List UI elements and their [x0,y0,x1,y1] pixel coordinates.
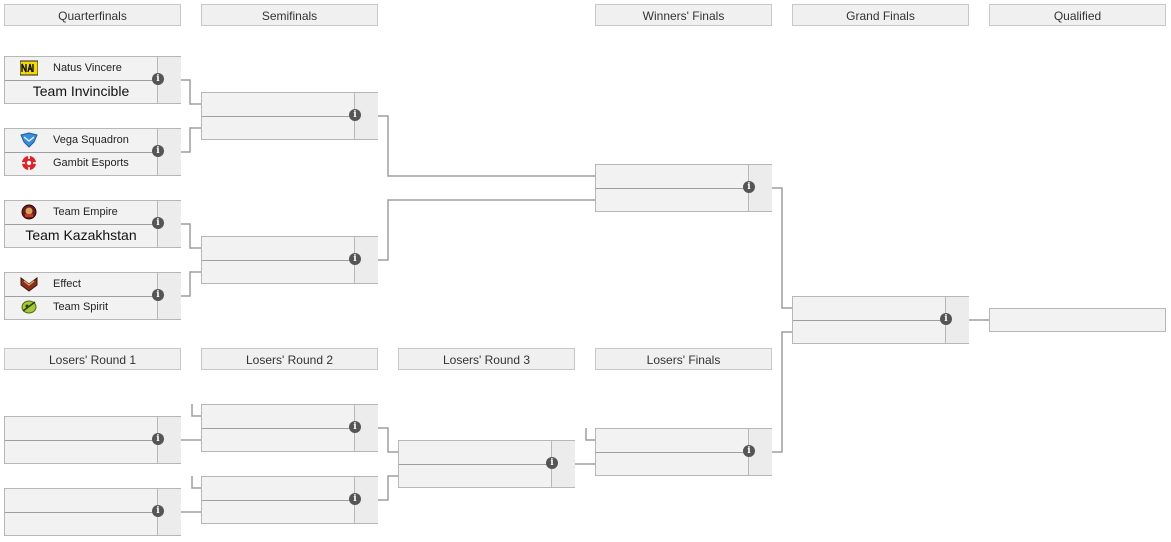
effect-logo-icon [20,277,38,292]
match-grand-finals[interactable]: i [792,296,969,344]
team-slot[interactable] [202,428,354,451]
match-quarterfinal-4[interactable]: Effect Team Spirit i [4,272,181,320]
info-icon[interactable]: i [349,493,361,505]
team-slot[interactable] [793,320,945,343]
match-semifinal-1[interactable]: i [201,92,378,140]
team-slot[interactable] [5,512,157,535]
header-semifinals: Semifinals [201,4,378,26]
navi-logo-icon [20,60,38,76]
team-slot[interactable] [596,429,748,452]
gambit-logo-icon [22,156,36,170]
team-name: Team Kazakhstan [25,227,137,243]
team-slot[interactable]: Team Kazakhstan [5,224,157,247]
empire-logo-icon [21,204,37,220]
info-icon[interactable]: i [349,253,361,265]
info-icon[interactable]: i [743,445,755,457]
team-slot[interactable] [202,237,354,260]
slot-divider [5,152,157,153]
team-slot[interactable] [202,93,354,116]
team-name: Team Invincible [32,83,130,99]
team-slot[interactable] [596,165,748,188]
team-slot[interactable] [202,500,354,523]
team-slot[interactable] [202,116,354,139]
slot-divider [399,464,551,465]
slot-divider [596,188,748,189]
info-icon[interactable]: i [152,289,164,301]
team-name: Natus Vincere [53,62,122,74]
slot-divider [596,452,748,453]
slot-divider [5,224,157,225]
team-slot[interactable] [202,477,354,500]
match-winners-finals[interactable]: i [595,164,772,212]
slot-divider [5,512,157,513]
header-losers-finals: Losers' Finals [595,348,772,370]
match-losers-round-2-2[interactable]: i [201,476,378,524]
slot-divider [5,80,157,81]
info-icon[interactable]: i [546,457,558,469]
match-quarterfinal-1[interactable]: Natus Vincere Team Invincible i [4,56,181,104]
team-slot[interactable] [5,489,157,512]
info-icon[interactable]: i [940,313,952,325]
team-name: Team Empire [53,206,118,218]
info-icon[interactable]: i [152,433,164,445]
match-losers-round-1-2[interactable]: i [4,488,181,536]
team-slot[interactable]: Gambit Esports [5,152,157,175]
team-slot[interactable] [596,188,748,211]
team-name: Team Spirit [53,301,109,313]
header-losers-round-3: Losers' Round 3 [398,348,575,370]
vega-logo-icon [20,132,38,148]
header-qualified: Qualified [989,4,1166,26]
slot-divider [202,260,354,261]
team-slot[interactable]: Vega Squadron [5,129,157,152]
match-losers-round-2-1[interactable]: i [201,404,378,452]
header-winners-finals: Winners' Finals [595,4,772,26]
team-slot[interactable]: Team Invincible [5,80,157,103]
match-losers-round-3[interactable]: i [398,440,575,488]
info-icon[interactable]: i [152,217,164,229]
match-quarterfinal-2[interactable]: Vega Squadron Gambit Esports i [4,128,181,176]
header-losers-round-2: Losers' Round 2 [201,348,378,370]
team-slot[interactable]: Natus Vincere [5,57,157,80]
team-slot[interactable] [202,260,354,283]
match-losers-round-1-1[interactable]: i [4,416,181,464]
team-slot[interactable] [399,464,551,487]
info-icon[interactable]: i [349,109,361,121]
slot-divider [5,440,157,441]
team-slot[interactable] [793,297,945,320]
team-slot[interactable]: Team Empire [5,201,157,224]
slot-divider [793,320,945,321]
spirit-logo-icon [21,300,37,314]
header-quarterfinals: Quarterfinals [4,4,181,26]
match-quarterfinal-3[interactable]: Team Empire Team Kazakhstan i [4,200,181,248]
team-slot[interactable] [596,452,748,475]
team-slot[interactable] [5,417,157,440]
slot-divider [202,428,354,429]
info-icon[interactable]: i [152,73,164,85]
team-slot[interactable] [202,405,354,428]
header-grand-finals: Grand Finals [792,4,969,26]
team-name: Effect [53,278,81,290]
slot-divider [202,116,354,117]
info-icon[interactable]: i [152,505,164,517]
team-slot[interactable]: Effect [5,273,157,296]
info-icon[interactable]: i [152,145,164,157]
info-icon[interactable]: i [743,181,755,193]
team-slot[interactable] [399,441,551,464]
info-icon[interactable]: i [349,421,361,433]
team-name: Vega Squadron [53,134,129,146]
header-losers-round-1: Losers' Round 1 [4,348,181,370]
slot-divider [202,500,354,501]
qualified-slot[interactable] [989,308,1166,332]
team-slot[interactable]: Team Spirit [5,296,157,319]
match-semifinal-2[interactable]: i [201,236,378,284]
slot-divider [5,296,157,297]
team-name: Gambit Esports [53,157,129,169]
match-losers-finals[interactable]: i [595,428,772,476]
team-slot[interactable] [5,440,157,463]
